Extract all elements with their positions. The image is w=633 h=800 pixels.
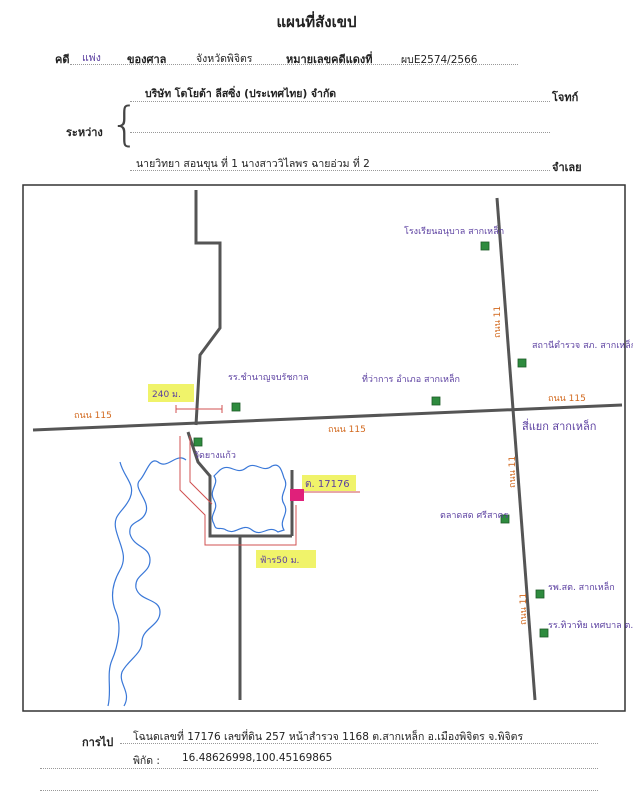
school-icon (480, 241, 490, 251)
temple-2-label: วัดยางแก้ว (194, 450, 236, 461)
red-case-value: ผบE2574/2566 (401, 54, 478, 66)
defendant-name: นายวิทยา สอนขุน ที่ 1 นางสาววิไลพร ฉายอ่… (136, 158, 370, 170)
dist-bottom-label: ฟ้าร50 ม. (260, 555, 299, 566)
route-inner (189, 436, 213, 505)
blank-footer-dotline (40, 790, 598, 791)
river-line (120, 457, 187, 707)
coords-value: 16.48626998,100.45169865 (182, 752, 333, 764)
route-to-plot (179, 436, 297, 546)
between-label: ระหว่าง (66, 126, 103, 139)
page-title: แผนที่สังเขป (276, 13, 357, 31)
police-icon (517, 358, 527, 368)
road-11-bottom-label: ถนน 11 (519, 593, 529, 625)
office-2-label: รร.ทิวาทิย เทศบาล ต.สากเหล็ก (548, 618, 633, 631)
coords-label: พิกัด : (133, 755, 160, 767)
road-115-mid-label: ถนน 115 (328, 425, 366, 435)
office-2-icon (539, 628, 549, 638)
temple-2-icon (193, 437, 203, 447)
dist-highlight-bottom (256, 550, 316, 568)
road-north (194, 190, 222, 426)
hospital-icon (535, 589, 545, 599)
dist-highlight-top (148, 384, 194, 402)
district-office-label: ที่ว่าการ อำเภอ สากเหล็ก (362, 372, 460, 385)
plot-boundary (211, 464, 287, 534)
dist-top-label: 240 ม. (152, 390, 181, 400)
plot-id-label: ต. 17176 (305, 479, 350, 490)
road-11-top-label: ถนน 11 (493, 306, 503, 338)
plot-marker (290, 489, 304, 501)
hospital-label: รพ.สต. สากเหล็ก (548, 580, 615, 593)
road-11-mid-label: ถนน 11 (508, 456, 518, 488)
plaintiff-name: บริษัท โตโยต้า ลีสซิ่ง (ประเทศไทย) จำกัด (145, 88, 337, 100)
plaintiff-dotline (130, 101, 550, 102)
market-icon (500, 514, 510, 524)
defendant-role: จำเลย (552, 161, 582, 174)
coords-dotline (40, 768, 598, 769)
case-type: แพ่ง (82, 52, 101, 64)
case-label: คดี (55, 53, 70, 66)
defendant-dotline (130, 170, 550, 171)
district-office-icon (431, 396, 441, 406)
road-11 (495, 197, 537, 701)
plot-id-highlight (302, 475, 356, 491)
case-dotline (70, 64, 518, 65)
police-label: สถานีตำรวจ สภ. สากเหล็ก (532, 338, 633, 351)
road-115-right-label: ถนน 115 (548, 394, 586, 404)
map-frame (22, 184, 626, 712)
court-label: ของศาล (127, 53, 167, 66)
blank-dotline (130, 132, 550, 133)
directions-text: โฉนดเลขที่ 17176 เลขที่ดิน 257 หน้าสำรวจ… (133, 731, 524, 743)
directions-label: การไป (82, 736, 114, 749)
road-south (186, 431, 242, 700)
temple-1-label: รร.ชำนาญจบรัชกาล (228, 372, 309, 383)
route-lines (175, 405, 297, 546)
court-value: จังหวัดพิจิตร (196, 53, 253, 65)
between-brace: { (110, 97, 140, 151)
river-line-2 (107, 461, 133, 707)
school-label: โรงเรียนอนุบาล สากเหล็ก (404, 224, 504, 237)
temple-1-icon (231, 402, 241, 412)
red-case-label: หมายเลขคดีแดงที่ (286, 53, 373, 66)
landmark-icons (193, 241, 549, 638)
road-115-left-label: ถนน 115 (74, 411, 112, 421)
roads (32, 190, 623, 701)
plaintiff-role: โจทก์ (552, 91, 579, 104)
road-115 (32, 403, 623, 432)
directions-dotline (120, 743, 598, 744)
market-label: ตลาดสด ศรีสาคร (440, 510, 509, 521)
intersection-label: สี่แยก สากเหล็ก (522, 418, 597, 433)
